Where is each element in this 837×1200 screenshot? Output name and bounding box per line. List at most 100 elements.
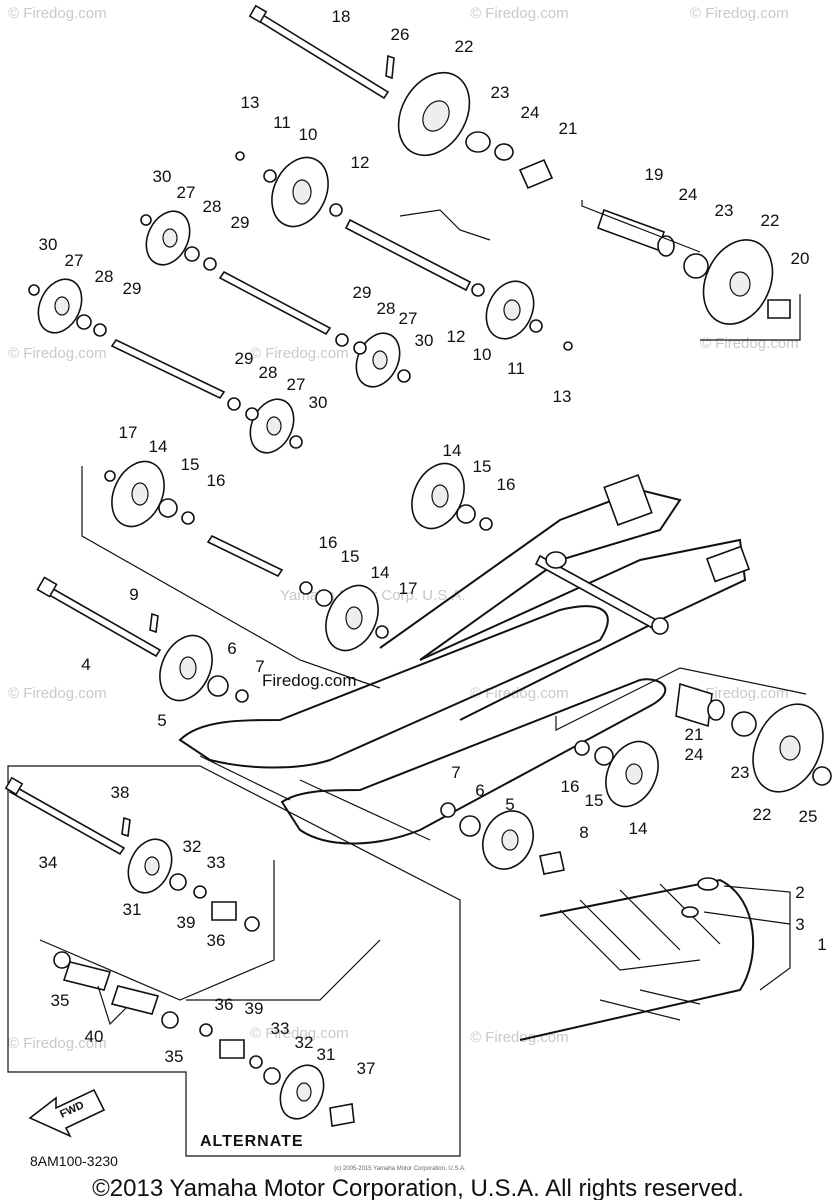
watermark-text: © Firedog.com [8, 345, 107, 362]
wheel-14-middle [299, 581, 389, 652]
callout-35: 35 [165, 1047, 184, 1066]
wheel-stack-27-lower [227, 397, 303, 454]
diagram-code: 8AM100-3230 [30, 1153, 118, 1169]
callout-30: 30 [39, 235, 58, 254]
alternate-box [4, 765, 461, 1157]
callout-28: 28 [203, 197, 222, 216]
callout-13: 13 [553, 387, 572, 406]
callout-17: 17 [119, 423, 138, 442]
wheel-5-lower [440, 802, 565, 875]
callout-27: 27 [399, 309, 418, 328]
track-assembly [519, 877, 791, 1041]
callout-12: 12 [351, 153, 370, 172]
callout-5: 5 [157, 711, 166, 730]
callout-6: 6 [227, 639, 236, 658]
callout-21: 21 [559, 119, 578, 138]
callout-16: 16 [319, 533, 338, 552]
callout-22: 22 [761, 211, 780, 230]
callout-14: 14 [371, 563, 390, 582]
wheel-stack-27-upper [140, 210, 332, 336]
callout-5: 5 [505, 795, 514, 814]
callout-29: 29 [235, 349, 254, 368]
callout-32: 32 [295, 1033, 314, 1052]
callout-11: 11 [273, 113, 291, 132]
suspension-frame [178, 474, 751, 845]
callout-28: 28 [377, 299, 396, 318]
callout-16: 16 [497, 475, 516, 494]
callout-layer: 1826222324211311101230272829302728291924… [39, 7, 827, 1078]
callout-14: 14 [443, 441, 462, 460]
callout-15: 15 [341, 547, 360, 566]
callout-21: 21 [685, 725, 704, 744]
callout-30: 30 [309, 393, 328, 412]
callout-9: 9 [129, 585, 138, 604]
watermark-text: © Firedog.com [8, 5, 107, 22]
watermark-text: © Firedog.com [250, 1025, 349, 1042]
wheel-14-lower [574, 740, 659, 808]
callout-29: 29 [353, 283, 372, 302]
callout-24: 24 [521, 103, 540, 122]
callout-11: 11 [507, 359, 525, 378]
tiny-note: (c) 2005-2015 Yamaha Motor Corporation, … [334, 1166, 466, 1172]
watermark-text: © Firedog.com [8, 685, 107, 702]
front-axle-4 [36, 576, 249, 703]
alternate-label: ALTERNATE [200, 1133, 304, 1150]
callout-20: 20 [791, 249, 810, 268]
callout-23: 23 [715, 201, 734, 220]
callout-17: 17 [399, 579, 418, 598]
watermark-text: © Firedog.com [470, 5, 569, 22]
callout-36: 36 [207, 931, 226, 950]
callout-24: 24 [679, 185, 698, 204]
idler-wheel-10-right [344, 209, 573, 351]
callout-7: 7 [451, 763, 460, 782]
callout-14: 14 [629, 819, 648, 838]
callout-13: 13 [241, 93, 260, 112]
fwd-arrow-icon: FWD [28, 1088, 106, 1138]
firedog-label: Firedog.com [262, 671, 356, 690]
wheel-stack-27-mid [335, 332, 411, 388]
callout-28: 28 [259, 363, 278, 382]
callout-35: 35 [51, 991, 70, 1010]
callout-7: 7 [255, 657, 264, 676]
callout-32: 32 [183, 837, 202, 856]
callout-26: 26 [391, 25, 410, 44]
callout-15: 15 [473, 457, 492, 476]
top-shaft-assembly [248, 4, 554, 190]
callout-40: 40 [85, 1027, 104, 1046]
callout-6: 6 [475, 781, 484, 800]
callout-23: 23 [491, 83, 510, 102]
callout-16: 16 [207, 471, 226, 490]
copyright-text: ©2013 Yamaha Motor Corporation, U.S.A. A… [92, 1175, 744, 1200]
callout-22: 22 [455, 37, 474, 56]
callout-27: 27 [287, 375, 306, 394]
wheel-stack-27-left [28, 278, 226, 400]
callout-18: 18 [332, 7, 351, 26]
callout-12: 12 [447, 327, 466, 346]
callout-27: 27 [65, 251, 84, 270]
callout-1: 1 [817, 935, 826, 954]
rear-wheel-22-lower [555, 667, 832, 793]
watermark-text: © Firedog.com [700, 335, 799, 352]
callout-31: 31 [123, 900, 142, 919]
callout-22: 22 [753, 805, 772, 824]
callout-30: 30 [415, 331, 434, 350]
callout-30: 30 [153, 167, 172, 186]
callout-31: 31 [317, 1045, 336, 1064]
callout-37: 37 [357, 1059, 376, 1078]
callout-8: 8 [579, 823, 588, 842]
callout-3: 3 [795, 915, 804, 934]
callout-33: 33 [207, 853, 226, 872]
callout-10: 10 [473, 345, 492, 364]
callout-4: 4 [81, 655, 90, 674]
callout-16: 16 [561, 777, 580, 796]
wheel-14-left [81, 460, 381, 689]
callout-25: 25 [799, 807, 818, 826]
wheel-14-right [411, 462, 493, 531]
callout-2: 2 [795, 883, 804, 902]
watermark-text: © Firedog.com [690, 685, 789, 702]
watermark-text: © Firedog.com [470, 1029, 569, 1046]
callout-15: 15 [181, 455, 200, 474]
callout-36: 36 [215, 995, 234, 1014]
callout-27: 27 [177, 183, 196, 202]
